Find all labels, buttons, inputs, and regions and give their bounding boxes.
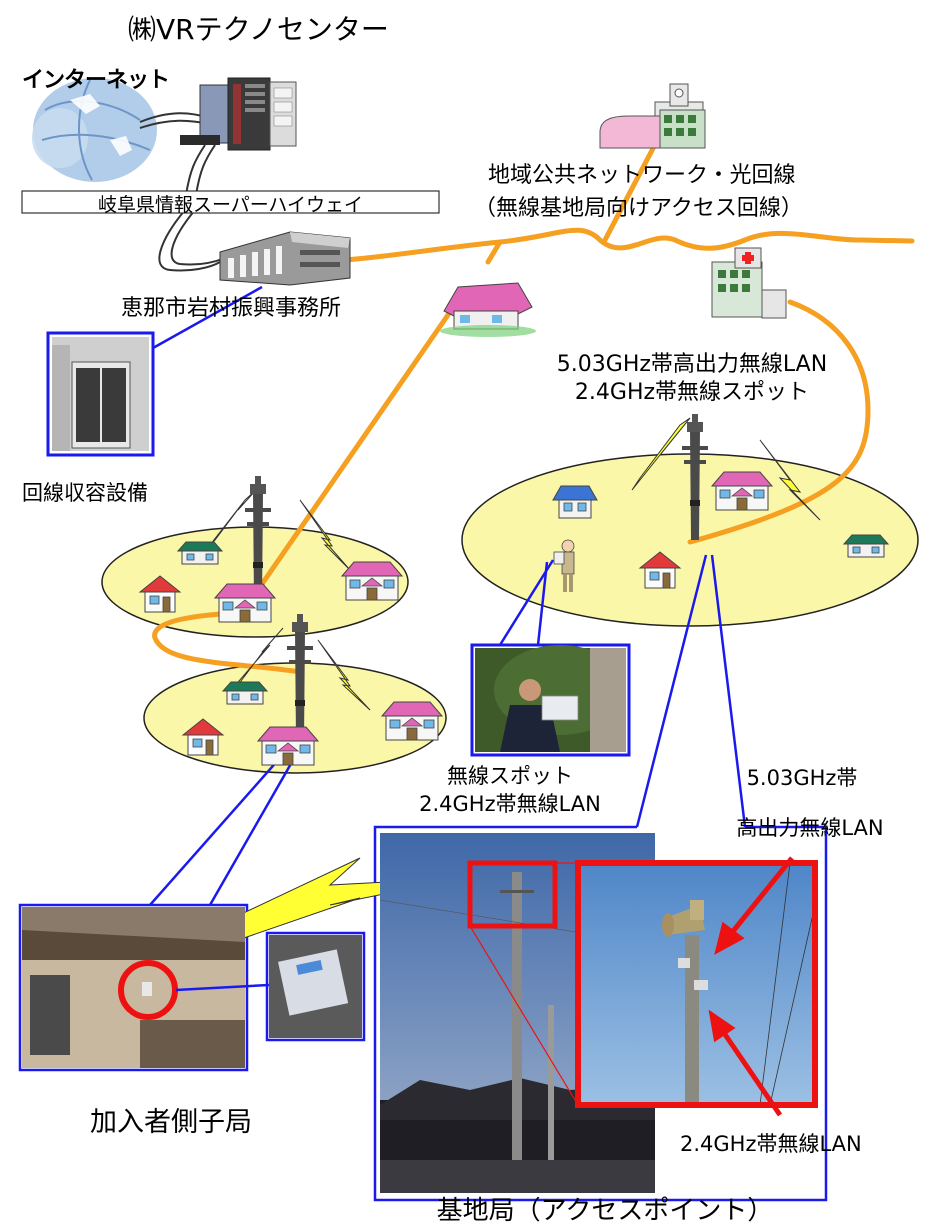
house-green-icon — [843, 534, 889, 558]
house-pink-icon — [257, 726, 319, 766]
blue-callout-lines — [18, 285, 828, 1202]
school-building-icon — [599, 83, 706, 149]
base-station-label: 基地局（アクセスポイント） — [436, 1196, 774, 1226]
gifu-highway-box — [21, 190, 440, 214]
high-power-lan-label-line1: 5.03GHz帯高出力無線LAN — [556, 352, 828, 377]
house-pink-icon — [381, 701, 443, 741]
house-blue-icon — [552, 485, 598, 519]
vr-center-label: ㈱VRテクノセンター — [128, 13, 389, 46]
server-office-cables — [158, 144, 226, 272]
antenna-closeup-photo — [575, 860, 818, 1108]
wireless-spot-photo — [470, 643, 631, 757]
hospital-building-icon — [711, 247, 787, 319]
subscriber-photo-connector — [175, 983, 270, 992]
house-pink-icon — [711, 471, 773, 511]
internet-globe — [32, 78, 157, 182]
red-arrows — [708, 856, 794, 1117]
subscriber-house-photo — [22, 907, 245, 1068]
office-building-icon — [219, 231, 351, 286]
ena-office-label: 恵那市岩村振興事務所 — [121, 296, 342, 321]
fiber-lines — [152, 132, 915, 705]
callout-24-label: 2.4GHz帯無線LAN — [680, 1132, 862, 1156]
subscriber-station-label: 加入者側子局 — [90, 1107, 252, 1138]
internet-label: インターネット — [22, 68, 170, 93]
server-rack-icon — [180, 77, 297, 151]
callout-503-label-line1: 5.03GHz帯 — [746, 766, 858, 790]
wireless-spot-label-line2: 2.4GHz帯無線LAN — [419, 792, 601, 816]
line-equipment-photo — [46, 331, 155, 457]
house-green-icon — [222, 681, 268, 705]
subscriber-unit-photo — [269, 935, 362, 1038]
callout-503-label-line2: 高出力無線LAN — [736, 816, 884, 840]
line-equipment-label: 回線収容設備 — [22, 481, 148, 505]
house-pink-icon — [214, 583, 276, 623]
community-house-icon — [440, 282, 536, 337]
regional-network-label-line1: 地域公共ネットワーク・光回線 — [488, 163, 796, 188]
gifu-highway-label: 岐阜県情報スーパーハイウェイ — [97, 194, 364, 216]
house-green-icon — [177, 541, 223, 565]
high-power-lan-label-line2: 2.4GHz帯無線スポット — [574, 380, 810, 405]
wireless-spot-label-line1: 無線スポット — [447, 764, 573, 788]
person-with-laptop-icon — [553, 539, 575, 592]
regional-network-label-line2: （無線基地局向けアクセス回線） — [474, 196, 803, 221]
house-pink-icon — [341, 561, 403, 601]
